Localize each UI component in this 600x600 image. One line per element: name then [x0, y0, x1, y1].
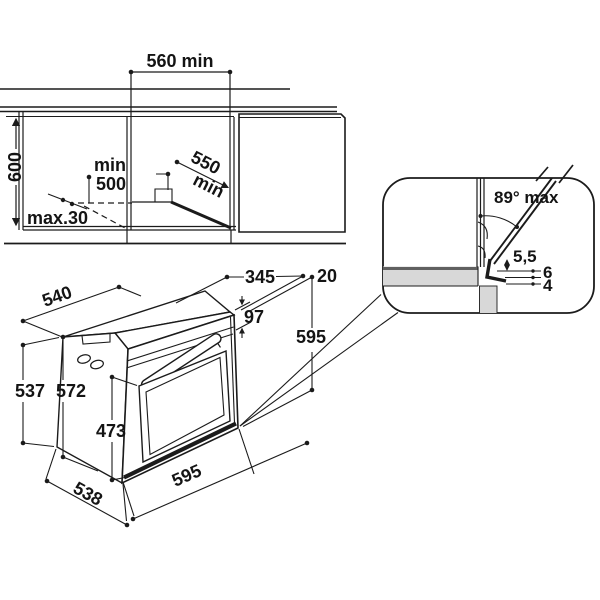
oven-left-face [56, 332, 129, 485]
cabinet-front-view: 560 min 600 min 500 max.30 550 min [0, 51, 346, 245]
right-cabinet [238, 113, 346, 233]
cabinet-panel-cross-section [479, 285, 498, 313]
dim-label-depth-value: 500 [96, 174, 126, 194]
door-foot-profile [485, 258, 507, 283]
dim-label-top-width: 345 [245, 267, 275, 287]
door-clearance-detail-bubble: 89° max 5,5 6 4 [382, 164, 595, 314]
oven-top-notch [81, 333, 111, 345]
dim-label-clearance-upper: 6 [543, 263, 552, 282]
dim-label-diagonal-min-word: min [190, 169, 228, 201]
door-window-inner [145, 356, 225, 456]
side-vent-hole [77, 354, 91, 364]
dim-label-height-right: 595 [296, 327, 326, 347]
dim-label-rear-clearance: max.30 [27, 208, 88, 228]
dim-label-door-height: 473 [96, 421, 126, 441]
side-vent-hole [90, 359, 104, 370]
door-window-outer [138, 349, 231, 464]
detail-leader-line-upper [239, 294, 382, 427]
dim-label-depth-min-word: min [94, 155, 126, 175]
dim-label-door-gap: 5,5 [513, 247, 537, 266]
door-break-tick [558, 164, 574, 184]
dim-label-rear-flange: 20 [317, 266, 337, 286]
dim-label-top-depth: 540 [39, 282, 74, 311]
door-bottom-edge [123, 421, 237, 480]
dim-label-body-height: 537 [15, 381, 45, 401]
niche-floor-step [154, 188, 173, 202]
worktop-cross-section [383, 266, 478, 286]
open-door-line [489, 178, 553, 262]
dim-label-width-bottom: 595 [169, 460, 205, 490]
dim-label-niche-width: 560 min [146, 51, 213, 71]
dim-label-panel-height: 97 [244, 307, 264, 327]
dim-label-front-height: 572 [56, 381, 86, 401]
dim-label-door-angle: 89° max [494, 188, 559, 207]
detail-leader-line-lower [239, 312, 399, 427]
dim-label-niche-height: 600 [5, 152, 25, 182]
dim-label-bottom-depth: 538 [70, 478, 106, 510]
oven-perspective-view: 540 345 20 97 595 537 [15, 266, 399, 528]
dim-label-clearance-lower: 4 [543, 276, 553, 295]
door-break-tick [535, 166, 549, 182]
